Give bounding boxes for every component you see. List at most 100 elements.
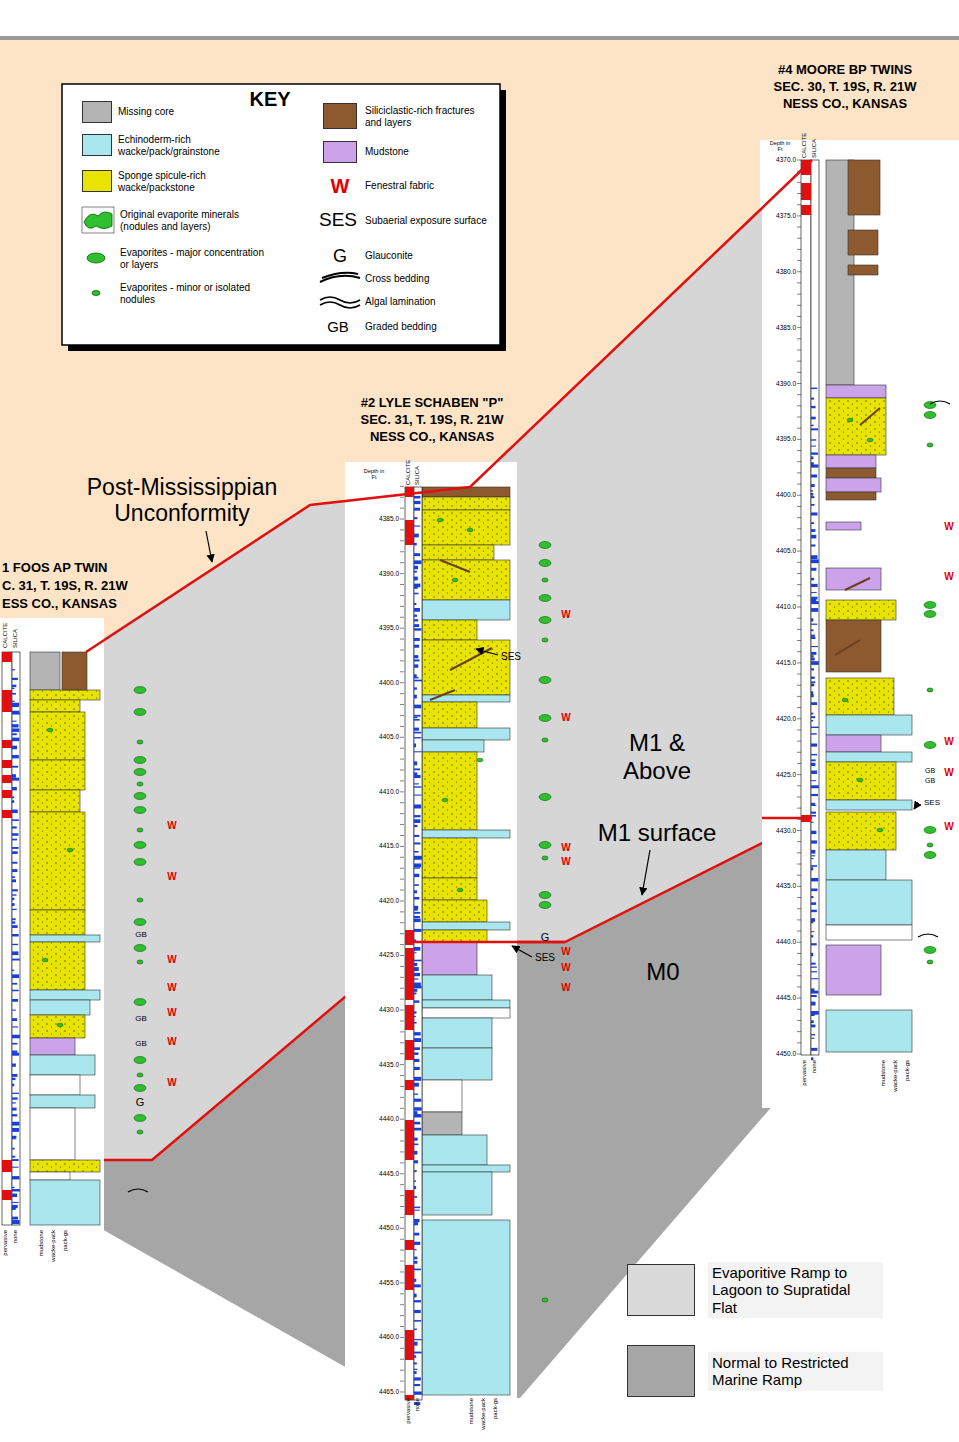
- depth-value: 4425.0: [776, 771, 796, 778]
- depth-tick: [400, 1162, 404, 1163]
- calcite-block: [405, 1005, 414, 1030]
- depth-tick: [797, 774, 801, 775]
- siliciclastic-bed: [848, 160, 880, 215]
- depth-tick: [797, 349, 801, 350]
- leader-arrow: [476, 649, 498, 655]
- lithology-bed: [826, 600, 896, 620]
- depth-tick: [797, 294, 801, 295]
- silica-bar: [12, 778, 19, 781]
- depth-tick: [400, 1042, 404, 1043]
- legend-text: Sponge spicule-rich wacke/packstone: [118, 170, 268, 193]
- silica-bar: [12, 1053, 19, 1056]
- depth-tick: [797, 964, 801, 965]
- silica-bar: [414, 1233, 419, 1236]
- silica-bar: [12, 1205, 18, 1208]
- silica-bar: [811, 635, 815, 637]
- silica-bar: [414, 664, 418, 667]
- depth-tick: [400, 529, 404, 530]
- silica-bar: [811, 464, 818, 467]
- silica-bar: [414, 967, 419, 971]
- depth-tick: [797, 931, 801, 932]
- silica-bar: [811, 878, 818, 881]
- silica-bar: [414, 1384, 420, 1386]
- silica-bar: [414, 560, 421, 564]
- silica-bar: [811, 759, 816, 761]
- depth-value: 4405.0: [776, 547, 796, 554]
- silica-bar: [414, 1269, 421, 1271]
- depth-tick: [797, 718, 801, 719]
- legend-text: Cross bedding: [365, 273, 493, 285]
- silica-bar: [12, 1156, 15, 1158]
- surface-label: M1 surface: [598, 819, 717, 847]
- depth-tick: [400, 682, 404, 683]
- depth-value: 4415.0: [379, 843, 399, 850]
- depth-tick: [797, 383, 801, 384]
- silica-bar: [12, 1217, 18, 1220]
- depth-tick: [797, 495, 801, 496]
- depth-value: 4430.0: [379, 1006, 399, 1013]
- silica-bar: [12, 800, 14, 803]
- silica-bar: [12, 1202, 19, 1203]
- fenestral-mark: W: [561, 712, 570, 724]
- silica-bar: [811, 592, 817, 593]
- depth-tick: [797, 942, 801, 943]
- depth-tick: [400, 1271, 404, 1272]
- m1-surface-line: [762, 817, 812, 820]
- silica-bar: [811, 629, 813, 631]
- silica-bar: [414, 1038, 421, 1042]
- depth-tick: [797, 249, 801, 250]
- silica-bar: [811, 655, 814, 657]
- silica-bar: [414, 638, 420, 641]
- silica-bar: [811, 902, 816, 905]
- silica-bar: [12, 1187, 14, 1189]
- lithology-bed: [30, 1000, 90, 1015]
- silica-bar: [12, 721, 17, 722]
- fenestral-mark: W: [944, 571, 953, 583]
- depth-tick: [797, 696, 801, 697]
- evaporite-marker: [539, 677, 551, 684]
- silica-bar: [414, 655, 418, 658]
- depth-tick: [400, 1031, 404, 1032]
- silica-bar: [811, 702, 817, 705]
- track-header: CALCITE: [405, 460, 412, 485]
- lithology-bed: [30, 790, 80, 812]
- depth-tick: [797, 852, 801, 853]
- calcite-track: [405, 487, 414, 1400]
- depth-value: 4385.0: [776, 324, 796, 331]
- lithology-bed: [422, 838, 477, 878]
- silica-bar: [414, 525, 420, 526]
- evaporite-marker: [542, 1298, 548, 1302]
- graded-bedding-mark: GB: [925, 767, 935, 775]
- lithology-bed: [422, 740, 484, 752]
- depth-tick: [400, 770, 404, 771]
- depth-tick: [400, 737, 404, 738]
- depth-tick: [400, 1075, 404, 1076]
- silica-bar: [12, 903, 15, 906]
- calcite-block: [405, 1120, 414, 1160]
- depth-tick: [400, 791, 404, 792]
- silica-bar: [414, 989, 417, 992]
- silica-bar: [12, 669, 15, 670]
- leader-arrow: [642, 850, 650, 895]
- silica-bar: [414, 761, 417, 765]
- silica-bar: [811, 991, 818, 994]
- silica-bar: [414, 1052, 418, 1054]
- legend-text: Missing core: [118, 106, 268, 118]
- silica-bar: [811, 831, 816, 834]
- silica-bar: [811, 417, 816, 420]
- legend-swatch: [323, 103, 357, 129]
- silica-bar: [414, 1000, 419, 1002]
- silica-bar: [414, 677, 418, 678]
- calcite-track: [801, 160, 811, 1055]
- fenestral-mark: W: [561, 856, 570, 868]
- depth-value: 4465.0: [379, 1388, 399, 1395]
- lithology-bed: [422, 1135, 487, 1165]
- depth-tick: [400, 835, 404, 836]
- silica-bar: [12, 746, 17, 750]
- silica-bar: [12, 1220, 20, 1224]
- silica-bar: [414, 768, 420, 770]
- silica-bar: [12, 970, 14, 971]
- depth-tick: [797, 461, 801, 462]
- silica-bar: [414, 863, 421, 867]
- silica-bar: [414, 963, 417, 966]
